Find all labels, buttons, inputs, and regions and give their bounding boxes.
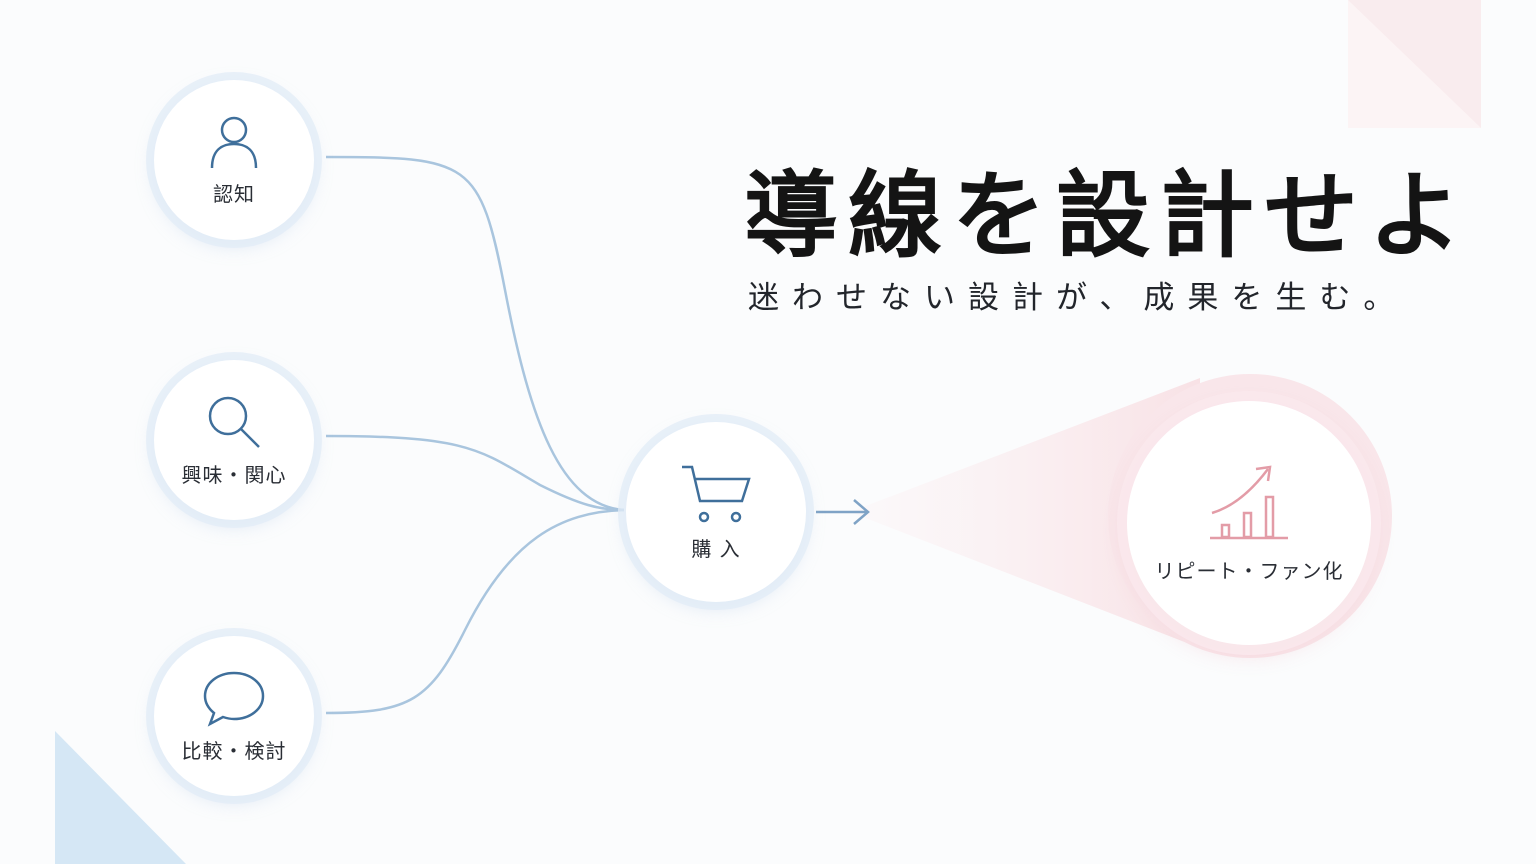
node-awareness-label: 認知: [213, 181, 255, 206]
node-comparison-label: 比較・検討: [181, 738, 287, 763]
search-icon: [208, 396, 260, 448]
node-purchase: 購 入: [626, 422, 806, 602]
node-interest-label: 興味・関心: [181, 462, 287, 487]
connectors: [325, 155, 625, 715]
speech-bubble-icon: [203, 671, 265, 727]
node-comparison: 比較・検討: [154, 636, 314, 796]
arrow-to-repeat: [816, 499, 870, 525]
person-icon: [210, 116, 258, 168]
node-repeat-label: リピート・ファン化: [1154, 558, 1344, 583]
connector-comparison: [325, 508, 625, 715]
page-title: 導線を設計せよ: [744, 161, 1473, 271]
node-purchase-label: 購 入: [691, 536, 741, 561]
cart-icon: [682, 465, 751, 522]
corner-triangle-blue: [55, 731, 186, 864]
node-awareness: 認知: [154, 80, 314, 240]
connector-awareness: [325, 155, 625, 512]
connector-interest: [325, 434, 625, 512]
page-subtitle: 迷わせない設計が、成果を生む。: [748, 280, 1408, 316]
highlight-beam: [850, 378, 1200, 648]
growth-chart-icon: [1210, 465, 1288, 539]
node-interest: 興味・関心: [154, 360, 314, 520]
node-repeat: リピート・ファン化: [1127, 401, 1371, 645]
corner-triangle-pink-light: [1348, 0, 1481, 128]
